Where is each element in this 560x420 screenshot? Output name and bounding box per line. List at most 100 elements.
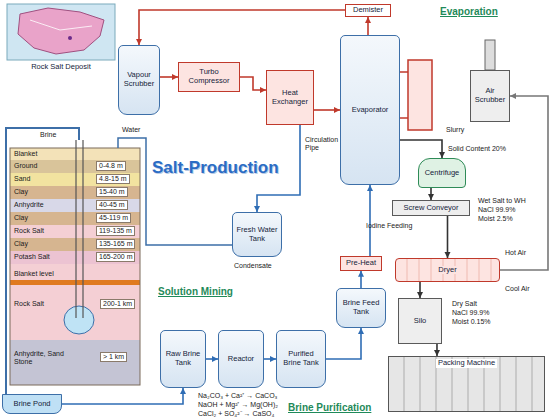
deposit-area	[18, 8, 104, 54]
reaction-equation: Na₂CO₃ + Ca²⁺ → CaCO₃	[198, 392, 277, 400]
flow-label: Solid Content 20%	[448, 145, 506, 153]
brine-tank: Purified Brine Tank	[276, 330, 326, 388]
flow-line	[365, 17, 371, 35]
screw-conveyor: Screw Conveyor	[392, 200, 470, 216]
flow-label: Cool Air	[505, 285, 530, 293]
scrubber-vessel: Air Scrubber	[470, 70, 510, 122]
node-text: Heat Exchanger	[270, 89, 310, 106]
node-text: Silo	[414, 317, 427, 326]
compressor: Turbo Compressor	[178, 62, 240, 92]
flow-path	[139, 10, 345, 45]
stream-spec: Moist 2.5%	[478, 215, 513, 223]
flow-line	[417, 282, 423, 298]
layer-band	[10, 173, 140, 186]
flow-path	[500, 96, 548, 270]
depth-value: 45-119 m	[96, 213, 131, 223]
map-ground	[7, 4, 115, 60]
arrow-head	[365, 17, 371, 23]
flow-label: Condensate	[234, 262, 272, 270]
depth-value: 135-165 m	[96, 239, 135, 249]
flow-line	[160, 74, 178, 80]
node-text: Fresh Water Tank	[236, 226, 278, 243]
cavern	[64, 306, 94, 334]
depth-value: 0-4.8 m	[96, 161, 126, 171]
flow-path	[369, 185, 371, 256]
layer-name: Clay	[14, 188, 28, 196]
flow-label: Circulation Pipe	[305, 136, 339, 152]
layer-name: Rock Salt	[14, 300, 44, 308]
layer-name: Blanket level	[14, 270, 54, 278]
layer-band	[10, 238, 140, 251]
flow-path	[62, 388, 183, 404]
dryer-drum: Dryer	[395, 258, 500, 282]
scrubber-vessel: Vapour Scrubber	[118, 45, 160, 115]
feed-tank: Brine Feed Tank	[336, 288, 386, 328]
node-text: Rock Salt Deposit	[31, 63, 91, 72]
layer-name: Sand	[14, 175, 30, 183]
map-site	[68, 36, 72, 40]
layer-name: Rock Salt	[14, 227, 44, 235]
flow-line	[136, 10, 345, 45]
evaporator-vessel: Evaporator	[340, 35, 400, 185]
layer-band	[10, 264, 140, 280]
layer-name: Clay	[14, 240, 28, 248]
stream-name: Water	[122, 126, 140, 134]
flow-line	[367, 185, 373, 256]
stream-spec: Moist 0.15%	[452, 318, 491, 326]
diagram-title: Salt-Production	[152, 158, 279, 178]
node-text: Air Scrubber	[474, 87, 506, 104]
depth-value: 4.8-15 m	[96, 174, 130, 184]
flow-line	[264, 356, 276, 362]
flow-line	[445, 216, 451, 258]
depth-value: 165-200 m	[96, 252, 135, 262]
centrifuge: Centrifuge	[418, 158, 466, 188]
layer-name: Blanket	[14, 150, 37, 158]
arrow-head	[367, 185, 373, 191]
stream-name: Brine	[40, 131, 56, 139]
section-heading: Evaporation	[440, 6, 498, 18]
node-text: Evaporator	[352, 106, 389, 115]
layer-band	[10, 148, 140, 160]
blanket-band	[10, 280, 140, 285]
flow-line	[206, 356, 218, 362]
flow-line	[240, 77, 266, 93]
brine-pond: Brine Pond	[2, 394, 62, 414]
flow-line	[428, 188, 434, 200]
layer-name: Potash Salt	[14, 253, 50, 261]
reaction-equation: NaOH + Mg²⁺ → Mg(OH)₂	[198, 401, 278, 409]
layer-band	[10, 340, 140, 385]
flow-label: Slurry	[446, 126, 464, 134]
well-frame	[10, 148, 140, 385]
node-text: Brine Pond	[13, 400, 50, 409]
flow-line	[62, 388, 186, 404]
steam-line	[400, 117, 408, 119]
stream-spec: NaCl 99.9%	[478, 206, 515, 214]
layer-band	[10, 186, 140, 199]
water-tank: Fresh Water Tank	[232, 212, 282, 257]
section-heading: Solution Mining	[158, 286, 233, 298]
layer-name: Anhydrite	[14, 201, 44, 209]
depth-value: > 1 km	[100, 352, 127, 362]
packing-machine: Packing Machine	[388, 356, 545, 412]
node-text: Screw Conveyor	[403, 204, 458, 213]
map-figure: Rock Salt Deposit	[5, 2, 117, 72]
depth-value: 15-40 m	[96, 187, 128, 197]
well-pipe	[82, 140, 83, 318]
layer-name: Anhydrite, Sand Stone	[14, 350, 74, 366]
flow-path	[447, 216, 449, 258]
depth-value: 40-45 m	[96, 200, 128, 210]
node-text: Packing Machine	[436, 359, 497, 368]
layer-band	[10, 212, 140, 225]
pre-heater: Pre-Heat	[340, 256, 382, 271]
layer-band	[10, 251, 140, 264]
water-line	[118, 138, 232, 245]
brine-tank: Raw Brine Tank	[160, 330, 206, 388]
node-text: Brine Feed Tank	[340, 299, 382, 316]
demister: Demister	[345, 4, 391, 17]
node-text: Pre-Heat	[346, 259, 376, 268]
brine-line	[6, 128, 79, 394]
chimney	[485, 40, 495, 70]
flow-line	[434, 344, 440, 356]
depth-value: 200-1 km	[100, 299, 135, 309]
